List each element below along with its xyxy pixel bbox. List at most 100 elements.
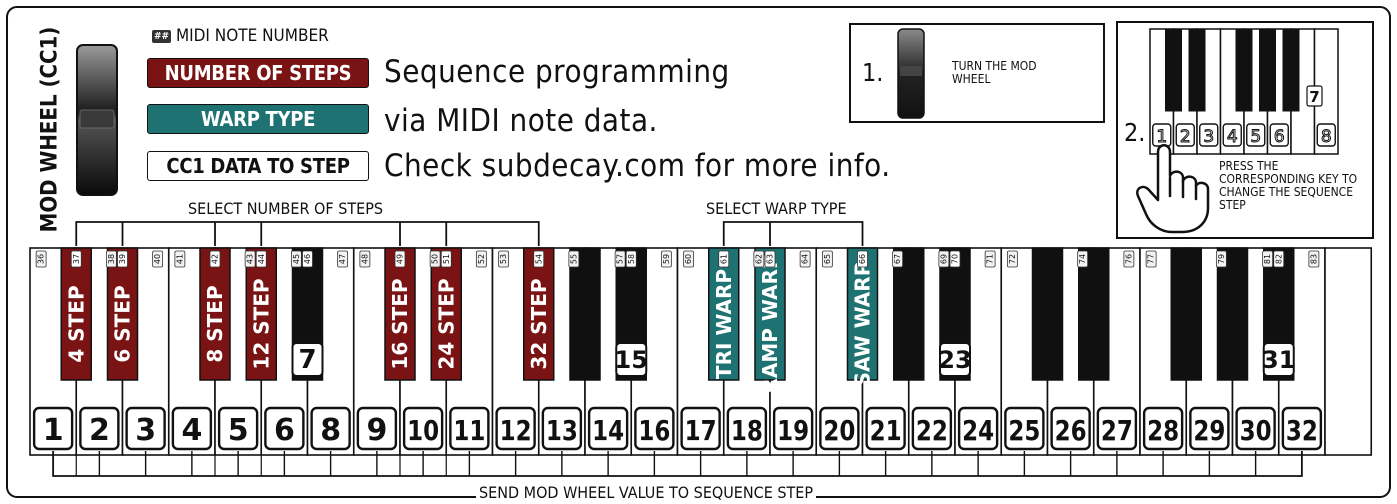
note-number-marker: ## xyxy=(152,30,172,43)
step-number: 25 xyxy=(1008,414,1040,447)
note-number: 71 xyxy=(986,254,995,264)
note-number-badge xyxy=(70,250,82,268)
step-number: 17 xyxy=(685,414,717,447)
step-number: 19 xyxy=(777,414,809,447)
step-label-box xyxy=(495,406,536,451)
note-number-badge xyxy=(105,250,117,268)
note-number-badge xyxy=(209,250,221,268)
step-number: 9 xyxy=(366,413,387,448)
note-number-badge xyxy=(660,250,672,268)
mini-key-label-box xyxy=(1222,123,1242,147)
step-2-text: PRESS THE CORRESPONDING KEY TO CHANGE TH… xyxy=(1219,159,1358,212)
warp-bracket-line xyxy=(722,221,864,246)
cc-label: 31 xyxy=(1262,346,1295,374)
note-number-badge xyxy=(799,250,811,268)
step-label-box xyxy=(587,406,629,451)
note-number: 81 xyxy=(1263,254,1272,264)
cc-label-box xyxy=(1262,342,1295,377)
black-key-label: 24 STEP xyxy=(434,278,458,369)
step-label-box xyxy=(217,406,259,451)
note-number: 49 xyxy=(396,254,405,264)
step-number: 32 xyxy=(1286,414,1318,447)
note-number-badge xyxy=(174,250,186,268)
step-label-box xyxy=(541,406,583,451)
step-number: 27 xyxy=(1101,414,1133,447)
bottom-bracket-line xyxy=(52,451,1303,477)
legend-warp-type-label: WARP TYPE xyxy=(200,107,316,131)
black-key xyxy=(1078,247,1110,381)
step-label-box xyxy=(264,406,305,451)
note-number: 61 xyxy=(719,254,728,264)
mini-black-label: 7 xyxy=(1309,88,1319,106)
note-number-badge xyxy=(1006,250,1018,268)
note-number-badge xyxy=(1077,250,1089,268)
note-number-badge xyxy=(753,250,765,268)
note-number-legend-label: MIDI NOTE NUMBER xyxy=(175,26,329,46)
note-number-badge xyxy=(1123,250,1135,268)
step-number: 11 xyxy=(453,414,485,447)
black-key xyxy=(245,247,277,381)
black-key xyxy=(384,247,416,381)
black-key xyxy=(569,247,601,381)
step-label-box xyxy=(1096,406,1138,451)
note-number-badge xyxy=(1273,250,1285,268)
note-number: 64 xyxy=(801,254,810,264)
step-number: 26 xyxy=(1055,414,1087,447)
note-number: 37 xyxy=(72,254,81,264)
black-key xyxy=(523,247,555,381)
step-label-box xyxy=(402,406,444,451)
black-key xyxy=(430,247,462,381)
note-number-badge xyxy=(429,250,441,268)
note-number-badge xyxy=(440,250,452,268)
note-number: 59 xyxy=(662,254,671,264)
note-number-badge xyxy=(302,250,313,268)
step-number: 21 xyxy=(870,414,902,447)
note-number-badge xyxy=(683,250,695,268)
step-label-box xyxy=(1004,406,1045,451)
cc-label: 15 xyxy=(615,346,648,374)
note-number: 47 xyxy=(338,254,347,264)
step-label-box xyxy=(125,406,166,451)
mini-key-label: 2 xyxy=(1180,127,1191,147)
note-number: 43 xyxy=(246,254,255,264)
mini-key-label-box xyxy=(1175,123,1195,147)
black-key xyxy=(60,247,92,381)
note-number: 70 xyxy=(951,254,960,264)
note-number-badge xyxy=(290,250,302,268)
legend-number-of-steps: NUMBER OF STEPS xyxy=(147,58,369,88)
note-number: 58 xyxy=(627,254,636,264)
step-label-box xyxy=(356,406,398,451)
black-key xyxy=(708,247,740,381)
headline-line-1: Sequence programming xyxy=(384,54,730,90)
step-label-box xyxy=(957,406,999,451)
note-number-badge xyxy=(152,250,164,268)
step-number: 28 xyxy=(1147,414,1179,447)
step-2-number: 2. xyxy=(1124,118,1146,147)
note-number-badge xyxy=(337,250,349,268)
step-1-text: TURN THE MOD WHEEL xyxy=(952,59,1037,86)
step-label-box xyxy=(171,406,213,451)
step-label-box xyxy=(79,406,120,451)
note-number: 52 xyxy=(477,254,486,264)
headline-line-2: via MIDI note data. xyxy=(384,103,658,139)
note-number: 45 xyxy=(292,254,301,264)
brackets xyxy=(75,221,864,246)
black-key xyxy=(1216,247,1249,381)
note-number-badge xyxy=(568,250,580,268)
black-key xyxy=(754,247,786,381)
note-number-badge xyxy=(1145,250,1157,268)
step-label-box xyxy=(32,406,74,451)
black-key-label: TRI WARP xyxy=(712,269,736,379)
note-number-badge xyxy=(1308,250,1320,268)
cc-label-box xyxy=(291,342,324,377)
note-number: 65 xyxy=(823,254,832,264)
note-number-badge xyxy=(117,250,128,268)
black-key xyxy=(893,247,925,381)
black-key xyxy=(1170,247,1202,381)
step-number: 1 xyxy=(43,413,64,448)
mini-key-label: 5 xyxy=(1250,127,1261,147)
step-number: 16 xyxy=(638,414,670,447)
note-number-badge xyxy=(892,250,904,268)
black-key-label: 16 STEP xyxy=(388,278,412,369)
